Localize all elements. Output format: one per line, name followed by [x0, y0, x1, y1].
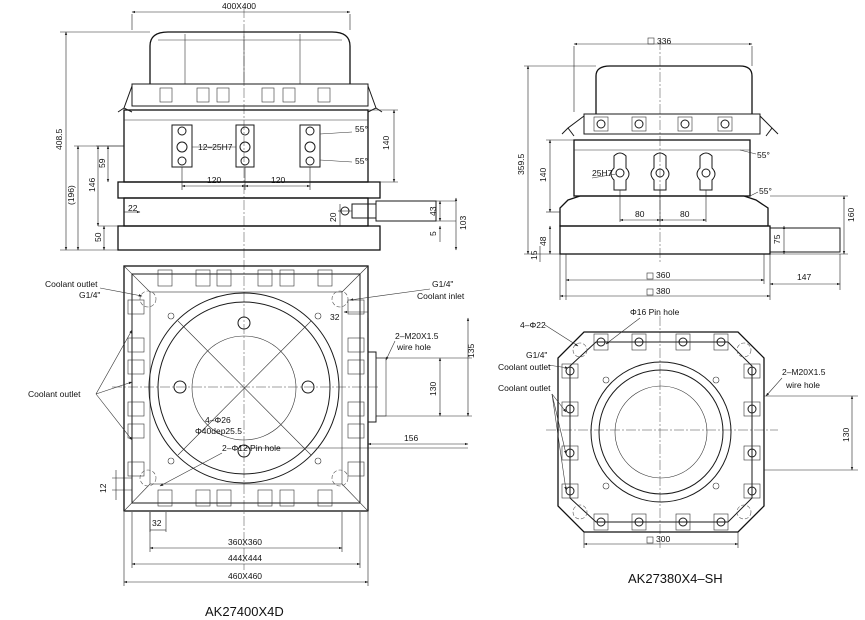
left-model-title: AK27400X4D	[205, 604, 284, 619]
right-pin-spec-label: 25H7	[592, 168, 613, 178]
left-width-360-label: 360X360	[228, 537, 262, 547]
right-spacing-left-label: 80	[635, 209, 645, 219]
left-height-146-label: 146	[87, 178, 97, 192]
left-dim-130-label: 130	[428, 382, 438, 396]
left-dim-103-label: 103	[458, 216, 468, 230]
left-angle-top-label: 55°	[355, 124, 368, 134]
left-dim-20-label: 20	[328, 212, 338, 222]
left-dim-140-label: 140	[381, 136, 391, 150]
left-dim-43-label: 43	[428, 206, 438, 216]
left-coolant-thread-right-label: G1/4"	[432, 279, 453, 289]
right-hole-spec-label: 4–Φ22	[520, 320, 546, 330]
left-width-444-label: 444X444	[228, 553, 262, 563]
right-wire-label: wire hole	[785, 380, 820, 390]
left-dim-32-right-label: 32	[330, 312, 340, 322]
right-height-48-label: 48	[538, 236, 548, 246]
right-spacing-right-label: 80	[680, 209, 690, 219]
left-coolant-thread-left-label: G1/4"	[79, 290, 100, 300]
left-coolant-inlet-label: Coolant inlet	[417, 291, 465, 301]
left-coolant-outlet-top-label: Coolant outlet	[45, 279, 98, 289]
right-angle-bottom-label: 55°	[759, 186, 772, 196]
right-height-140-label: 140	[538, 168, 548, 182]
left-height-59-label: 59	[97, 158, 107, 168]
right-plan-view	[546, 316, 778, 548]
right-plan-dimensions: Φ16 Pin hole 4–Φ22 G1/4" Coolant outlet …	[498, 307, 858, 586]
left-width-460-label: 460X460	[228, 571, 262, 581]
right-front-dimensions: 336 359.5 140 48 15 25H7 55° 55° 80 80 1…	[516, 36, 856, 300]
right-coolant-outlet-1-label: Coolant outlet	[498, 362, 551, 372]
right-dim-160-label: 160	[846, 208, 856, 222]
left-front-elevation	[117, 8, 437, 258]
right-angle-top-label: 55°	[757, 150, 770, 160]
left-plan-view	[112, 260, 387, 570]
left-height-196-label: (196)	[66, 185, 76, 205]
right-width-380-label: 380	[656, 286, 670, 296]
left-dim-156-label: 156	[404, 433, 418, 443]
left-spacing-left-label: 120	[207, 175, 221, 185]
left-plan-dimensions: Coolant outlet G1/4" G1/4" Coolant inlet…	[28, 279, 476, 619]
right-top-width-label: 336	[657, 36, 671, 46]
left-hole-spec-2-label: Φ40dep25.5	[195, 426, 242, 436]
right-pin-hole-label: Φ16 Pin hole	[630, 307, 680, 317]
right-height-total-label: 359.5	[516, 153, 526, 175]
left-dim-5-label: 5	[428, 231, 438, 236]
left-hole-spec-1-label: 4–Φ26	[205, 415, 231, 425]
left-height-50-label: 50	[93, 232, 103, 242]
left-dim-22-label: 22	[128, 203, 138, 213]
left-height-total-label: 408.5	[54, 128, 64, 150]
right-model-title: AK27380X4–SH	[628, 571, 723, 586]
right-width-360-label: 360	[656, 270, 670, 280]
right-dim-75-label: 75	[772, 234, 782, 244]
right-coolant-outlet-2-label: Coolant outlet	[498, 383, 551, 393]
left-dim-12-label: 12	[98, 483, 108, 493]
left-wire-spec-label: 2–M20X1.5	[395, 331, 439, 341]
left-pin-hole-label: 2–Φ12 Pin hole	[222, 443, 281, 453]
left-front-dimensions: 400X400 408.5 (196) 146 59 50 22 20 43 5…	[54, 1, 468, 251]
left-coolant-outlet-side-label: Coolant outlet	[28, 389, 81, 399]
right-coolant-thread-label: G1/4"	[526, 350, 547, 360]
right-dim-130-label: 130	[841, 428, 851, 442]
left-dim-32-bottom-label: 32	[152, 518, 162, 528]
left-spacing-right-label: 120	[271, 175, 285, 185]
left-angle-bottom-label: 55°	[355, 156, 368, 166]
right-width-300-label: 300	[656, 534, 670, 544]
left-wire-label: wire hole	[396, 342, 431, 352]
left-top-width-label: 400X400	[222, 1, 256, 11]
left-dim-135-label: 135	[466, 344, 476, 358]
right-front-elevation	[559, 40, 841, 262]
right-wire-spec-label: 2–M20X1.5	[782, 367, 826, 377]
right-dim-147-label: 147	[797, 272, 811, 282]
right-height-15-label: 15	[529, 250, 539, 260]
